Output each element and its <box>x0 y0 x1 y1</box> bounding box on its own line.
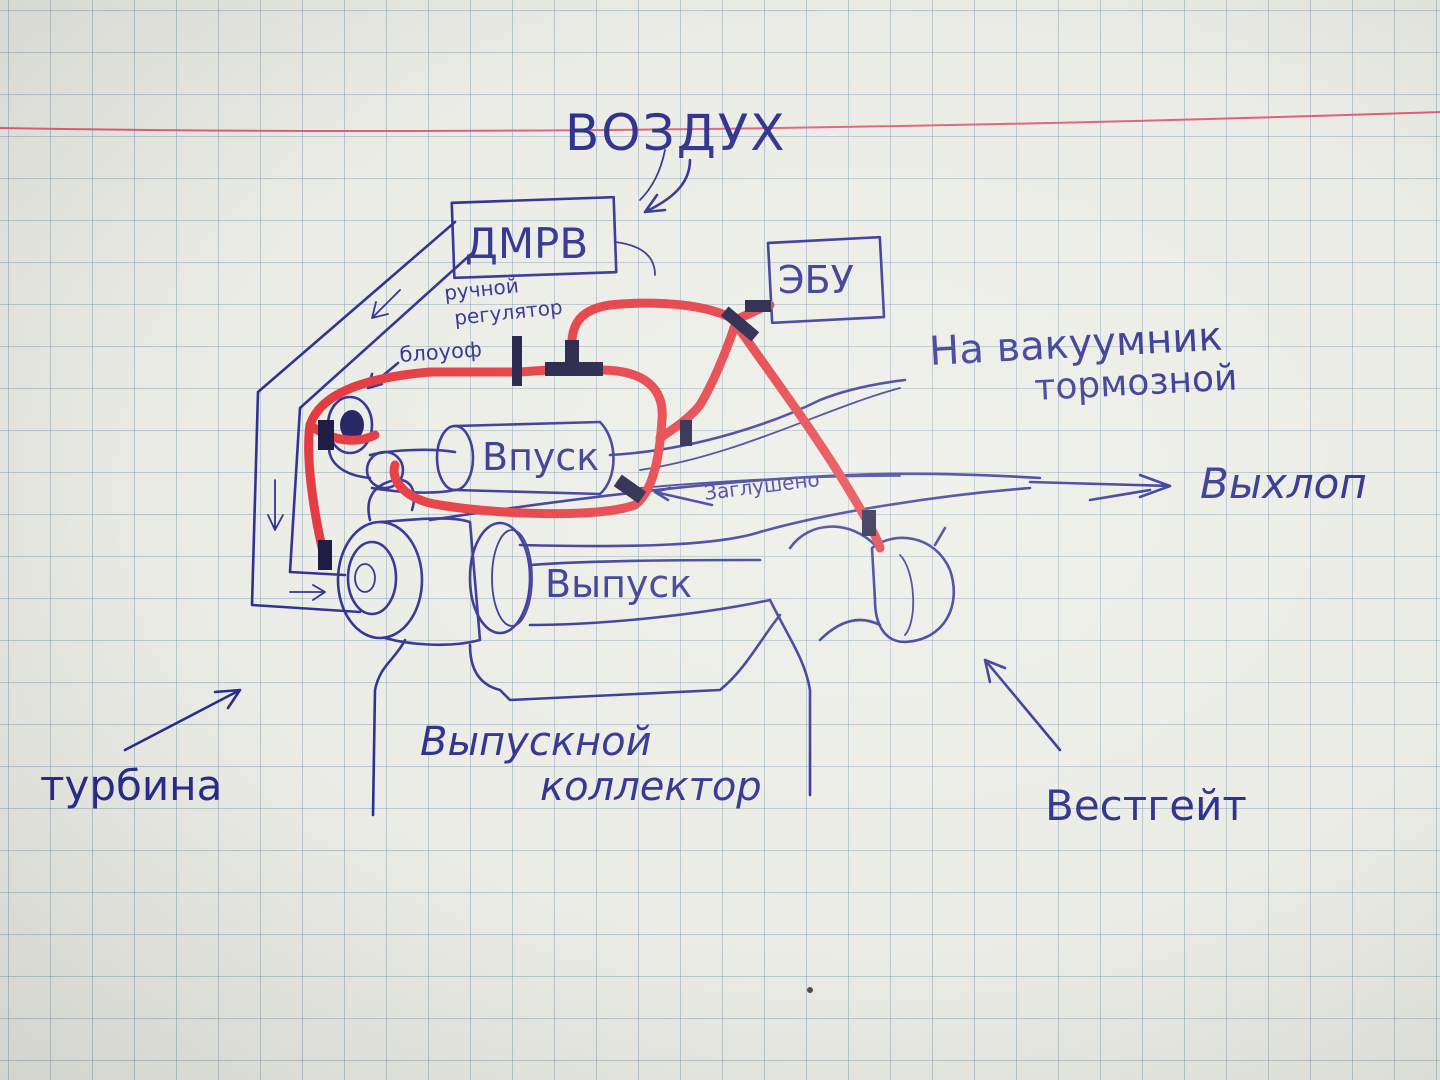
exhaust-manifold-label-1: Выпускной <box>420 719 652 765</box>
intake-plenum <box>453 420 615 496</box>
flow-arrow-3 <box>289 584 326 601</box>
paper-speck <box>807 987 813 993</box>
brake-vacuum-line-2 <box>639 387 901 471</box>
wastegate-pipe-bottom <box>818 618 882 642</box>
air-label: ВОЗДУХ <box>565 104 787 162</box>
wastegate-arrow <box>983 658 1062 752</box>
flow-arrow-2 <box>267 479 284 531</box>
brake-vacuum-line <box>608 378 907 457</box>
flow-arrow-1 <box>371 289 401 319</box>
intake-duct-outer <box>250 220 457 614</box>
turbo-turbine-flange <box>491 529 533 627</box>
throttle-flange <box>365 450 405 490</box>
clamp-10 <box>862 510 876 536</box>
air-arrow <box>643 158 692 214</box>
exhaust-out-label: Выхлоп <box>1200 459 1367 508</box>
blowoff-label: блоуоф <box>399 337 483 367</box>
exhaust-manifold-right <box>768 598 812 797</box>
turbo-compressor-hub <box>354 563 376 593</box>
wastegate-nipple <box>933 526 947 547</box>
clamp-9 <box>318 420 334 450</box>
hose-to-wastegate <box>735 325 885 553</box>
plugged-label: Заглушено <box>703 467 821 505</box>
clamp-1 <box>512 336 522 386</box>
turbine-label: турбина <box>40 761 222 810</box>
turbo-compressor-inner <box>346 540 398 616</box>
turbo-center-housing <box>378 517 482 647</box>
wastegate-actuator-face <box>899 554 915 636</box>
exhaust-manifold-left <box>371 638 407 817</box>
clamp-8 <box>318 540 332 570</box>
ecu-box <box>766 235 886 325</box>
maf-box <box>450 195 618 280</box>
clamp-5 <box>745 300 771 312</box>
maf-wire <box>614 241 656 276</box>
hose-ecu-to-plenum <box>655 320 740 443</box>
exhaust-out-arrow <box>1028 473 1172 502</box>
intake-plenum-left-cap <box>435 424 475 492</box>
turbo-compressor-outer <box>336 520 424 640</box>
exhaust-side-label: Выпуск <box>545 562 692 606</box>
wastegate-label: Вестгейт <box>1045 781 1247 830</box>
exhaust-downpipe-bottom <box>518 486 1032 548</box>
exhaust-manifold-runner <box>468 613 782 702</box>
clamp-7 <box>613 474 647 504</box>
maf-label: ДМРВ <box>465 219 588 268</box>
exhaust-manifold-label-2: коллектор <box>540 764 762 810</box>
turbine-arrow <box>123 688 242 752</box>
turbo-outlet-lower-pipe <box>528 558 772 627</box>
paper-margin-line <box>0 111 1440 133</box>
clamp-3 <box>565 340 579 370</box>
turbo-turbine-housing <box>468 521 532 635</box>
intake-label: Впуск <box>482 435 599 479</box>
clamp-4 <box>720 306 760 342</box>
ecu-label: ЭБУ <box>778 258 854 302</box>
air-arrow-tail <box>639 149 666 201</box>
clamp-6 <box>680 420 692 446</box>
hose-blowoff-loop <box>305 420 380 445</box>
blowoff-valve-core <box>340 410 364 440</box>
wastegate-pipe-top <box>788 525 877 550</box>
exhaust-downpipe-mid <box>639 475 901 489</box>
wastegate-actuator <box>870 536 956 644</box>
intake-duct-inner <box>288 253 472 577</box>
